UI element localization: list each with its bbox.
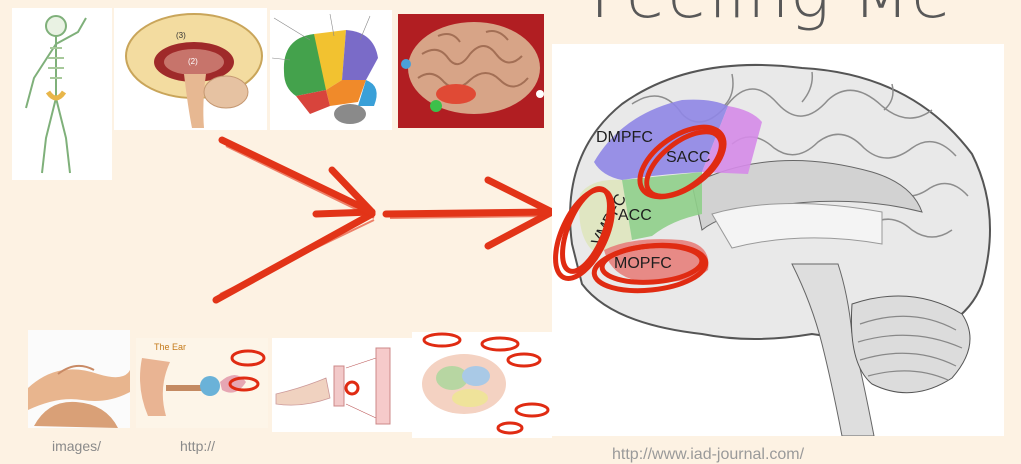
arrow-main-line: [386, 212, 548, 214]
brain-diagram: DMPFC SACC VMPFC ACC MOPFC: [552, 44, 1004, 436]
mopfc-label: MOPFC: [614, 255, 672, 272]
dmpfc-label: DMPFC: [596, 129, 653, 146]
arrow-bottom-line: [216, 214, 372, 300]
sacc-label: SACC: [666, 149, 710, 166]
brain-sagittal-illustration: DMPFC SACC VMPFC ACC MOPFC: [552, 44, 1004, 436]
acc-label: ACC: [618, 207, 652, 224]
arrow-top-line: [222, 140, 372, 212]
source-caption: http://www.iad-journal.com/: [612, 446, 804, 464]
